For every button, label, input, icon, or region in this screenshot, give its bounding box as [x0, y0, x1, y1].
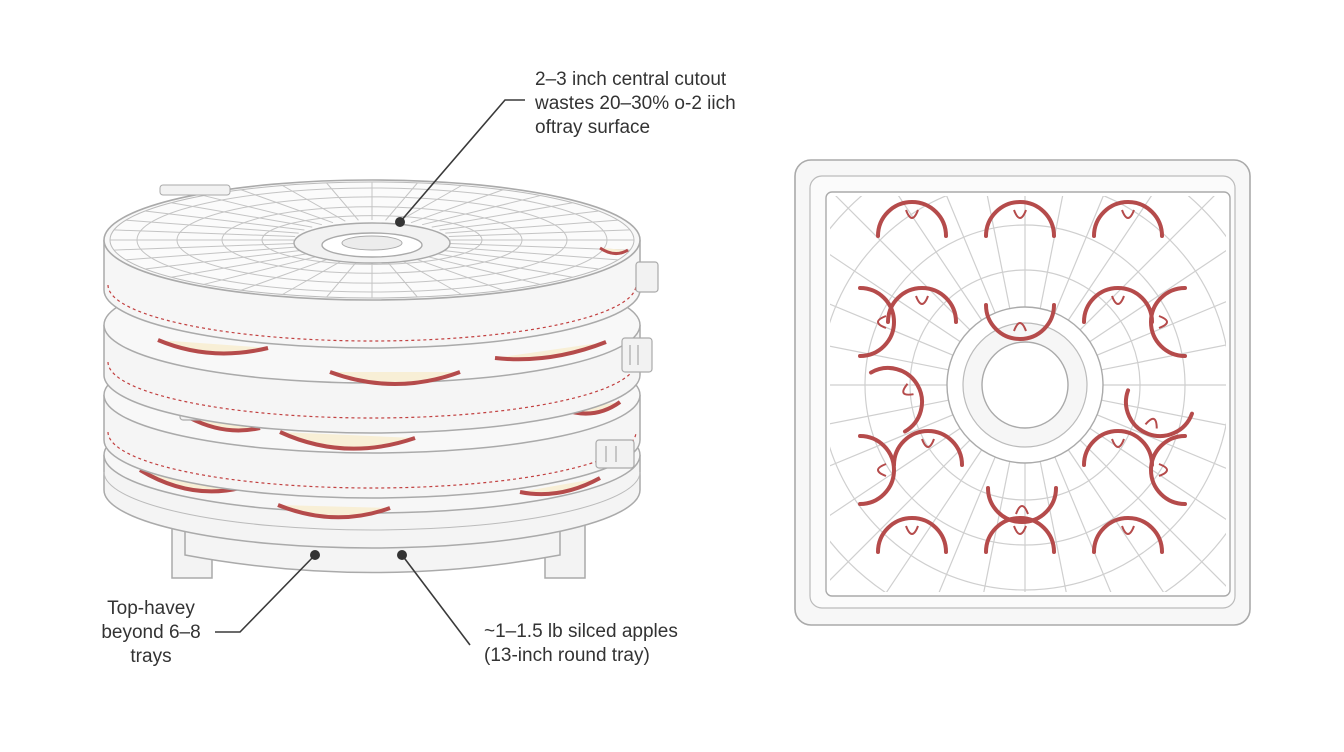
tray-handle — [595, 439, 635, 469]
apple-slice — [279, 430, 416, 451]
tray-center-cutout — [293, 222, 451, 264]
apple-slice — [984, 200, 1056, 238]
top-heavy-annotation-line2: beyond 6–8 — [101, 622, 201, 643]
apple-slice — [858, 434, 896, 506]
apple-slice — [869, 366, 924, 434]
cutout-leader-line — [399, 99, 525, 223]
apple-slice — [494, 340, 607, 362]
tray-center-hub — [946, 306, 1104, 464]
cutout-leader-dot — [395, 217, 405, 227]
cutout-annotation-line1: 2–3 inch central cutout — [535, 69, 727, 90]
cutout-annotation-line3: oftray surface — [535, 117, 651, 138]
square-dehydrator-tray — [794, 159, 1251, 626]
capacity-annotation: ~1–1.5 lb silced apples (13-inch round t… — [484, 620, 678, 668]
cutout-annotation: 2–3 inch central cutout wastes 20–30% o-… — [535, 68, 736, 140]
apple-slice — [892, 429, 964, 467]
round-stacked-dehydrator — [103, 179, 659, 579]
annotation-leaders — [215, 99, 525, 646]
apple-slice — [858, 286, 896, 358]
tray-1-top — [103, 179, 659, 349]
capacity-leader-line — [401, 554, 471, 646]
tray-grid — [830, 196, 1226, 592]
apple-slice — [329, 370, 461, 386]
tray-handle — [635, 261, 659, 293]
apple-slice — [876, 200, 948, 238]
apple-slice — [157, 338, 269, 356]
apple-slice — [984, 303, 1056, 341]
apple-slice — [277, 503, 391, 520]
capacity-leader-dot — [397, 550, 407, 560]
apple-slice — [1092, 516, 1164, 554]
apple-slice — [599, 246, 629, 255]
tray-handle — [159, 184, 231, 196]
apple-slice — [1149, 286, 1187, 358]
apple-slice — [519, 476, 601, 497]
apple-slice — [986, 486, 1058, 524]
capacity-annotation-line2: (13-inch round tray) — [484, 645, 650, 666]
top-heavy-leader-dot — [310, 550, 320, 560]
top-heavy-leader-line — [215, 554, 316, 633]
top-heavy-annotation: Top-havey beyond 6–8 trays — [92, 597, 210, 669]
apple-slice — [1092, 200, 1164, 238]
apple-slice — [1149, 434, 1187, 506]
apple-slice — [876, 516, 948, 554]
apple-slice — [984, 516, 1056, 554]
tray-handle — [621, 337, 653, 373]
apple-slice — [1124, 388, 1194, 438]
apple-slice — [886, 286, 958, 324]
capacity-annotation-line1: ~1–1.5 lb silced apples — [484, 621, 678, 642]
cutout-annotation-line2: wastes 20–30% o-2 iich — [535, 93, 736, 114]
top-heavy-annotation-line1: Top-havey — [107, 598, 195, 619]
top-heavy-annotation-line3: trays — [130, 646, 172, 667]
